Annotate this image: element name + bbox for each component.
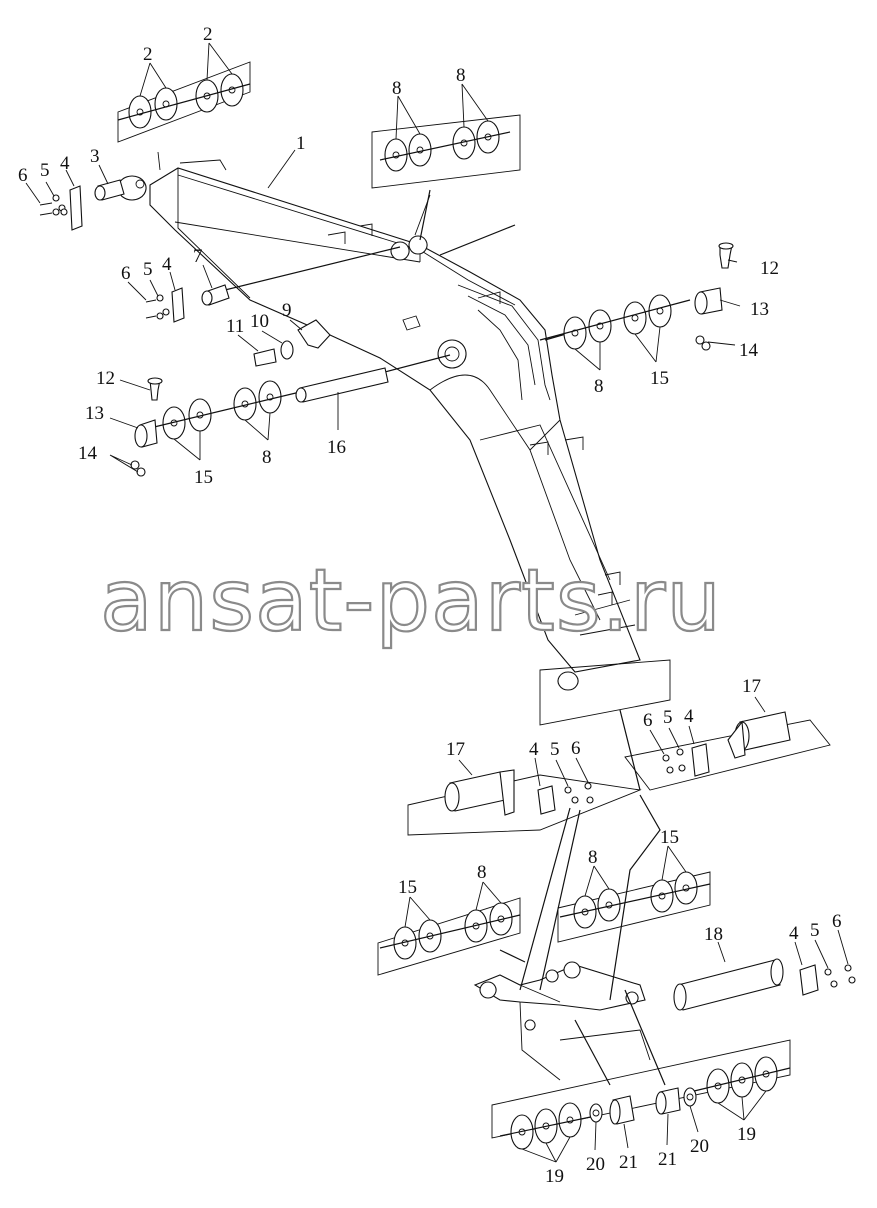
callout-4a: 4 [60, 153, 70, 174]
callout-11: 11 [226, 316, 244, 337]
callout-8f: 8 [477, 862, 487, 883]
callout-19b: 19 [737, 1124, 756, 1145]
callout-4d: 4 [684, 706, 694, 727]
washers [117, 73, 791, 1150]
callout-8e: 8 [588, 847, 598, 868]
bolt-set-lower-right [824, 964, 856, 988]
hardware [39, 179, 856, 1125]
callout-14b: 14 [78, 443, 98, 464]
callout-15c: 15 [660, 827, 679, 848]
bolt-set-mid [145, 294, 170, 320]
callout-5a: 5 [40, 160, 50, 181]
callout-4b: 4 [162, 254, 172, 275]
callout-19a: 19 [545, 1166, 564, 1187]
callout-numbers: 1 2 2 3 4 5 6 7 4 5 6 8 8 9 10 11 12 13 … [18, 24, 842, 1187]
bolt-set-lower-left [564, 782, 594, 804]
callout-1: 1 [296, 133, 306, 154]
callout-6e: 6 [832, 911, 842, 932]
callout-15d: 15 [398, 877, 417, 898]
callout-4e: 4 [789, 923, 799, 944]
callout-21a: 21 [619, 1152, 638, 1173]
callout-5e: 5 [810, 920, 820, 941]
callout-12a: 12 [760, 258, 779, 279]
callout-leaders [25, 42, 849, 1163]
washer-group-2 [128, 73, 244, 129]
callout-5b: 5 [143, 259, 153, 280]
callout-6a: 6 [18, 165, 28, 186]
callout-17b: 17 [446, 739, 465, 760]
callout-3: 3 [90, 146, 100, 167]
callout-6c: 6 [571, 738, 581, 759]
callout-4c: 4 [529, 739, 539, 760]
callout-20a: 20 [586, 1154, 605, 1175]
callout-5c: 5 [550, 739, 560, 760]
callout-8a: 8 [392, 78, 402, 99]
callout-16: 16 [327, 437, 346, 458]
callout-9: 9 [282, 300, 292, 321]
bolt-set-lower-mid [662, 748, 686, 774]
callout-13b: 13 [85, 403, 104, 424]
callout-7: 7 [193, 246, 203, 267]
callout-21b: 21 [658, 1149, 677, 1170]
callout-6b: 6 [121, 263, 131, 284]
callout-13a: 13 [750, 299, 769, 320]
callout-10: 10 [250, 311, 269, 332]
callout-18: 18 [704, 924, 723, 945]
washer-group-8-top [384, 120, 500, 172]
callout-5d: 5 [663, 707, 673, 728]
watermark-text: ansat-parts.ru [100, 551, 722, 651]
bolt-set-top [39, 194, 68, 216]
callout-8b: 8 [456, 65, 466, 86]
boom-body [117, 151, 641, 691]
callout-2a: 2 [143, 44, 153, 65]
callout-8d: 8 [262, 447, 272, 468]
callout-15b: 15 [194, 467, 213, 488]
callout-17a: 17 [742, 676, 761, 697]
callout-20b: 20 [690, 1136, 709, 1157]
callout-15a: 15 [650, 368, 669, 389]
callout-8c: 8 [594, 376, 604, 397]
callout-14a: 14 [739, 340, 759, 361]
washer-group-8-15-lower-right [573, 871, 698, 929]
stick-bracket [473, 961, 651, 1081]
callout-6d: 6 [643, 710, 653, 731]
callout-2b: 2 [203, 24, 213, 45]
callout-12b: 12 [96, 368, 115, 389]
washer-group-8-15-right [563, 294, 672, 350]
washer-group-15-8-left [162, 380, 282, 440]
